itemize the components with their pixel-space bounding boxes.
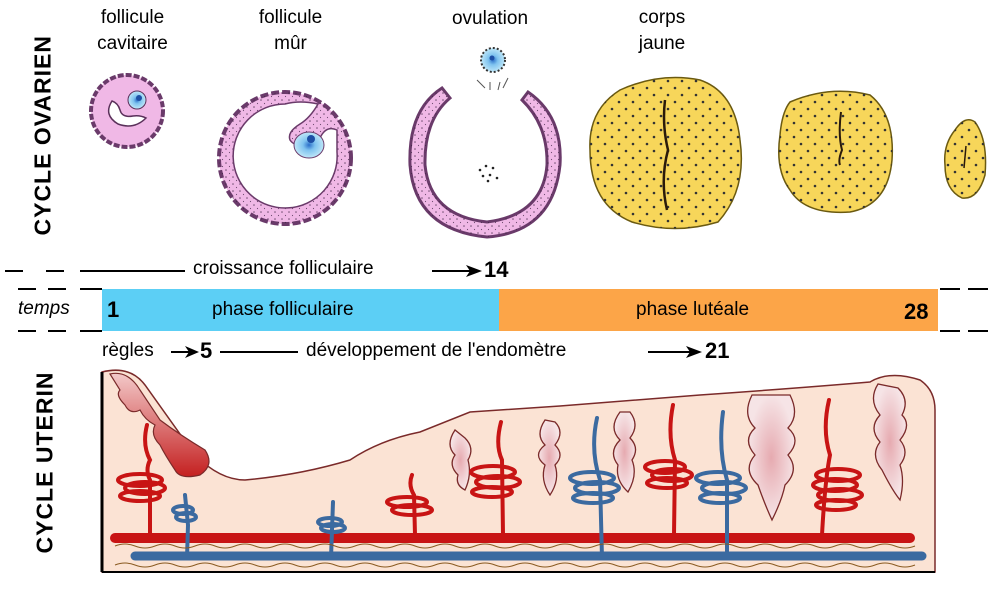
- follicular-growth-label: croissance folliculaire: [193, 258, 374, 279]
- arrow-right-icon: [432, 265, 482, 277]
- stage-label-line: cavitaire: [97, 33, 168, 54]
- follicular-phase-label: phase folliculaire: [212, 299, 354, 320]
- day-end: 28: [904, 299, 929, 324]
- time-dash: [940, 330, 960, 332]
- connective-tissue: [114, 543, 916, 568]
- corpus-luteum-medium: [778, 90, 894, 214]
- endometrium-end-day: 21: [705, 338, 730, 363]
- veins: [130, 410, 927, 561]
- ovarian-cycle-illustration: [89, 47, 987, 239]
- ovulation-day: 14: [484, 257, 509, 282]
- time-dash: [48, 288, 66, 290]
- luteal-phase-label: phase lutéale: [636, 299, 750, 320]
- time-dash: [18, 330, 36, 332]
- time-dash: [940, 288, 960, 290]
- luteal-phase-bar: phase lutéale 28: [499, 289, 938, 331]
- growth-dash: [80, 270, 185, 272]
- menses-label: règles: [102, 340, 154, 361]
- arrow-right-icon: [648, 346, 702, 358]
- follicular-phase-bar: 1 phase folliculaire: [102, 289, 499, 331]
- time-label: temps: [18, 298, 70, 319]
- endometrium-line: [220, 351, 298, 353]
- growth-dash: [46, 270, 64, 272]
- time-dash: [80, 330, 102, 332]
- time-dash: [18, 288, 36, 290]
- time-dash: [968, 288, 988, 290]
- stage-label-line: corps: [638, 7, 686, 28]
- arrow-right-icon: [171, 346, 199, 358]
- stage-label-line: follicule: [258, 7, 323, 28]
- spiral-arteries: [110, 398, 915, 543]
- stage-label-line: ovulation: [451, 8, 529, 29]
- growth-dash: [5, 270, 23, 272]
- stage-label-cavitary-follicle: follicule cavitaire: [80, 5, 185, 57]
- corpus-luteum-small: [943, 119, 987, 199]
- shedding-endometrium: [109, 372, 210, 478]
- day-start: 1: [107, 297, 120, 322]
- ovulating-follicle: [408, 47, 562, 239]
- stage-label-mature-follicle: follicule mûr: [238, 5, 343, 57]
- stage-label-line: mûr: [274, 33, 307, 54]
- menses-end-day: 5: [200, 338, 213, 363]
- time-dash: [968, 330, 988, 332]
- stage-label-ovulation: ovulation: [430, 6, 550, 32]
- corpus-luteum-large: [589, 76, 743, 230]
- endometrium-development-label: développement de l'endomètre: [306, 340, 567, 361]
- mature-follicle: [217, 90, 353, 226]
- stage-label-line: jaune: [638, 33, 686, 54]
- stage-label-line: follicule: [100, 7, 165, 28]
- uterine-glands: [449, 383, 908, 522]
- stage-label-corpus-luteum: corps jaune: [612, 5, 712, 57]
- uterine-cycle-illustration: [100, 369, 936, 573]
- time-dash: [48, 330, 66, 332]
- cavitary-follicle: [89, 73, 165, 149]
- time-dash: [80, 288, 102, 290]
